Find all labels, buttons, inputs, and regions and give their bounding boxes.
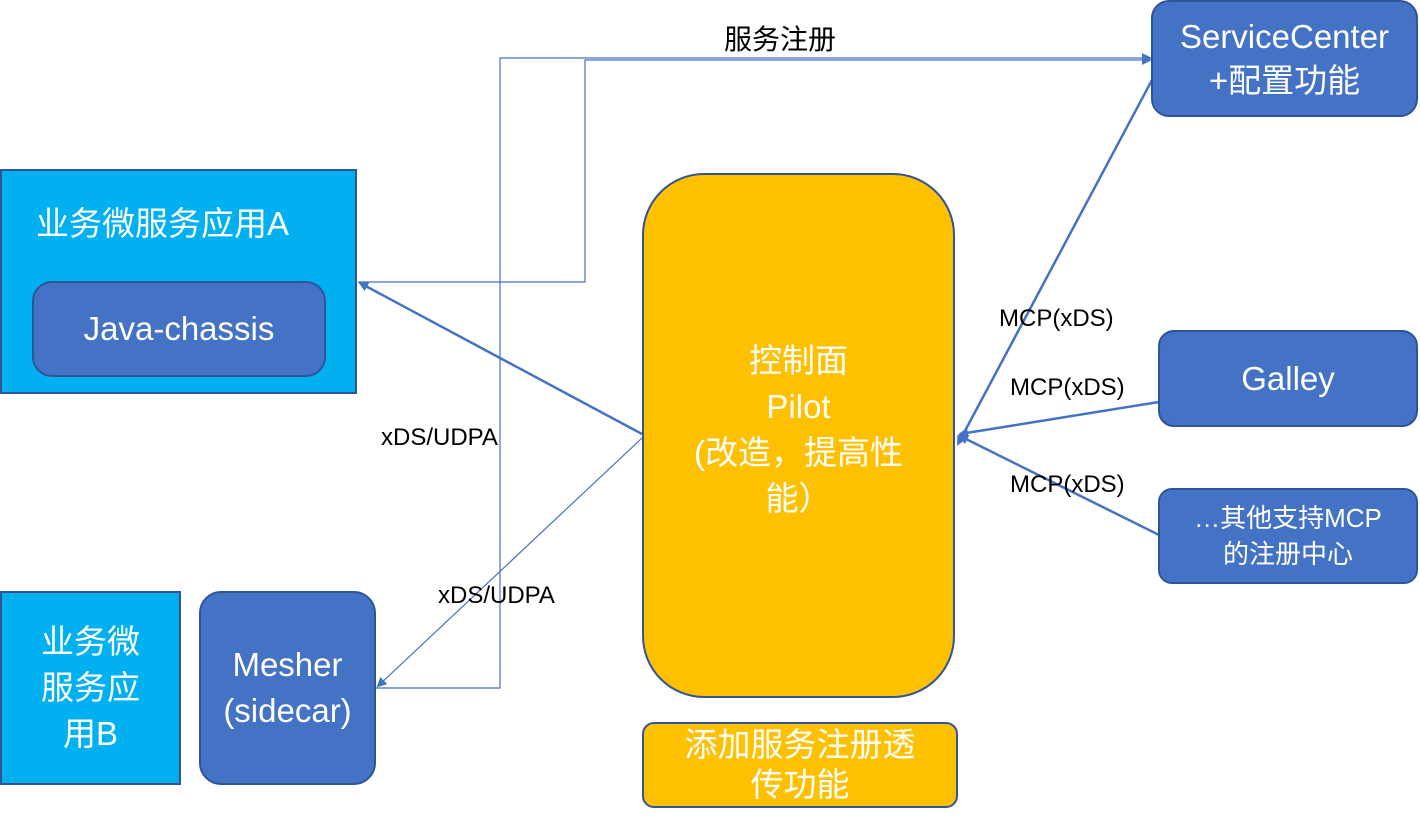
register-line-mesher	[376, 53, 1152, 689]
xds-edge-label-a: xDS/UDPA	[381, 424, 498, 451]
other-registry-line-1: …其他支持MCP	[1194, 503, 1382, 533]
control-plane-box: 控制面 Pilot (改造，提高性 能）	[642, 173, 955, 698]
mcp-arrow-from-sc	[956, 79, 1154, 446]
addon-box: 添加服务注册透 传功能	[642, 722, 958, 808]
java-chassis-label: Java-chassis	[83, 310, 275, 347]
app-b-line-2: 服务应	[41, 669, 140, 706]
xds-edge-label-b: xDS/UDPA	[438, 582, 555, 609]
register-edge-label: 服务注册	[724, 24, 837, 55]
other-registry-line-2: 的注册中心	[1222, 539, 1353, 569]
xds-arrow-to-mesher	[376, 437, 643, 688]
app-b-line-1: 业务微	[41, 623, 140, 660]
register-line-app-a	[358, 55, 1152, 283]
mcp-arrow-from-other	[958, 434, 1160, 537]
control-plane-line-2: Pilot	[766, 387, 831, 425]
mcp-arrow-from-galley	[958, 400, 1160, 438]
addon-line-2: 传功能	[750, 766, 850, 803]
mesher-line-1: Mesher	[232, 646, 343, 683]
mcp-edge-label-sc: MCP(xDS)	[999, 305, 1114, 332]
java-chassis-box: Java-chassis	[32, 281, 326, 377]
mesher-box: Mesher (sidecar)	[199, 591, 376, 785]
app-b-line-3: 用B	[62, 715, 118, 752]
app-a-title: 业务微服务应用A	[36, 205, 290, 242]
app-b-box: 业务微 服务应 用B	[0, 591, 181, 785]
galley-box: Galley	[1158, 330, 1418, 427]
mcp-edge-label-galley: MCP(xDS)	[1010, 374, 1125, 401]
xds-arrow-to-app-a	[358, 281, 643, 436]
other-registry-box: …其他支持MCP 的注册中心	[1158, 488, 1418, 584]
mesher-line-2: (sidecar)	[223, 692, 352, 729]
mcp-edge-label-other: MCP(xDS)	[1010, 471, 1125, 498]
galley-label: Galley	[1241, 359, 1335, 397]
service-center-box: ServiceCenter +配置功能	[1151, 0, 1418, 117]
control-plane-line-1: 控制面	[749, 341, 848, 379]
service-center-line-1: ServiceCenter	[1179, 17, 1390, 55]
control-plane-line-3: (改造，提高性	[694, 433, 903, 471]
addon-line-1: 添加服务注册透	[684, 726, 916, 763]
service-center-line-2: +配置功能	[1208, 61, 1361, 99]
app-a-box: 业务微服务应用A Java-chassis	[0, 169, 357, 394]
control-plane-line-4: 能）	[765, 479, 832, 517]
